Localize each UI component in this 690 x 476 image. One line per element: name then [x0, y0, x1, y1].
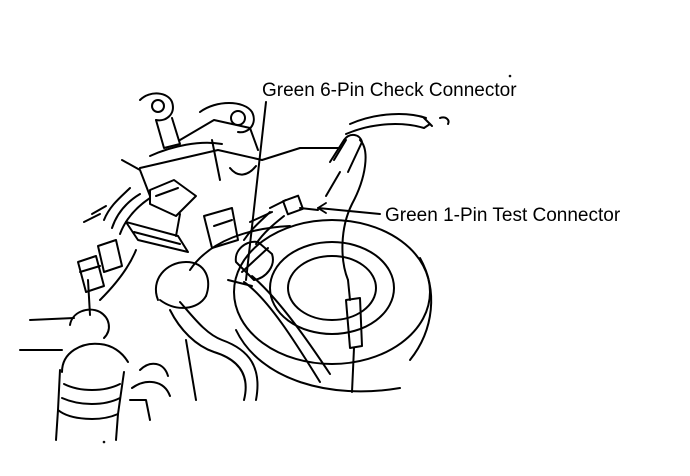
- lower-hoses: [129, 301, 259, 421]
- intake-bracket: [121, 92, 341, 197]
- test-connector-label: Green 1-Pin Test Connector: [385, 205, 621, 226]
- leader-lines: [245, 101, 381, 281]
- check-connector-label: Green 6-Pin Check Connector: [262, 80, 517, 101]
- distributor-cap: [19, 279, 129, 441]
- test-connector: [249, 194, 319, 223]
- check-connector-leader: [245, 101, 267, 281]
- harness-connectors-left: [77, 187, 189, 301]
- jumper-wire: [325, 134, 367, 393]
- test-connector-leader: [317, 207, 381, 215]
- upper-connector-block: [149, 179, 239, 249]
- vacuum-hose: [345, 113, 450, 135]
- check-connector: [227, 211, 331, 383]
- speck-marks: [102, 74, 512, 444]
- throttle-body: [155, 219, 433, 393]
